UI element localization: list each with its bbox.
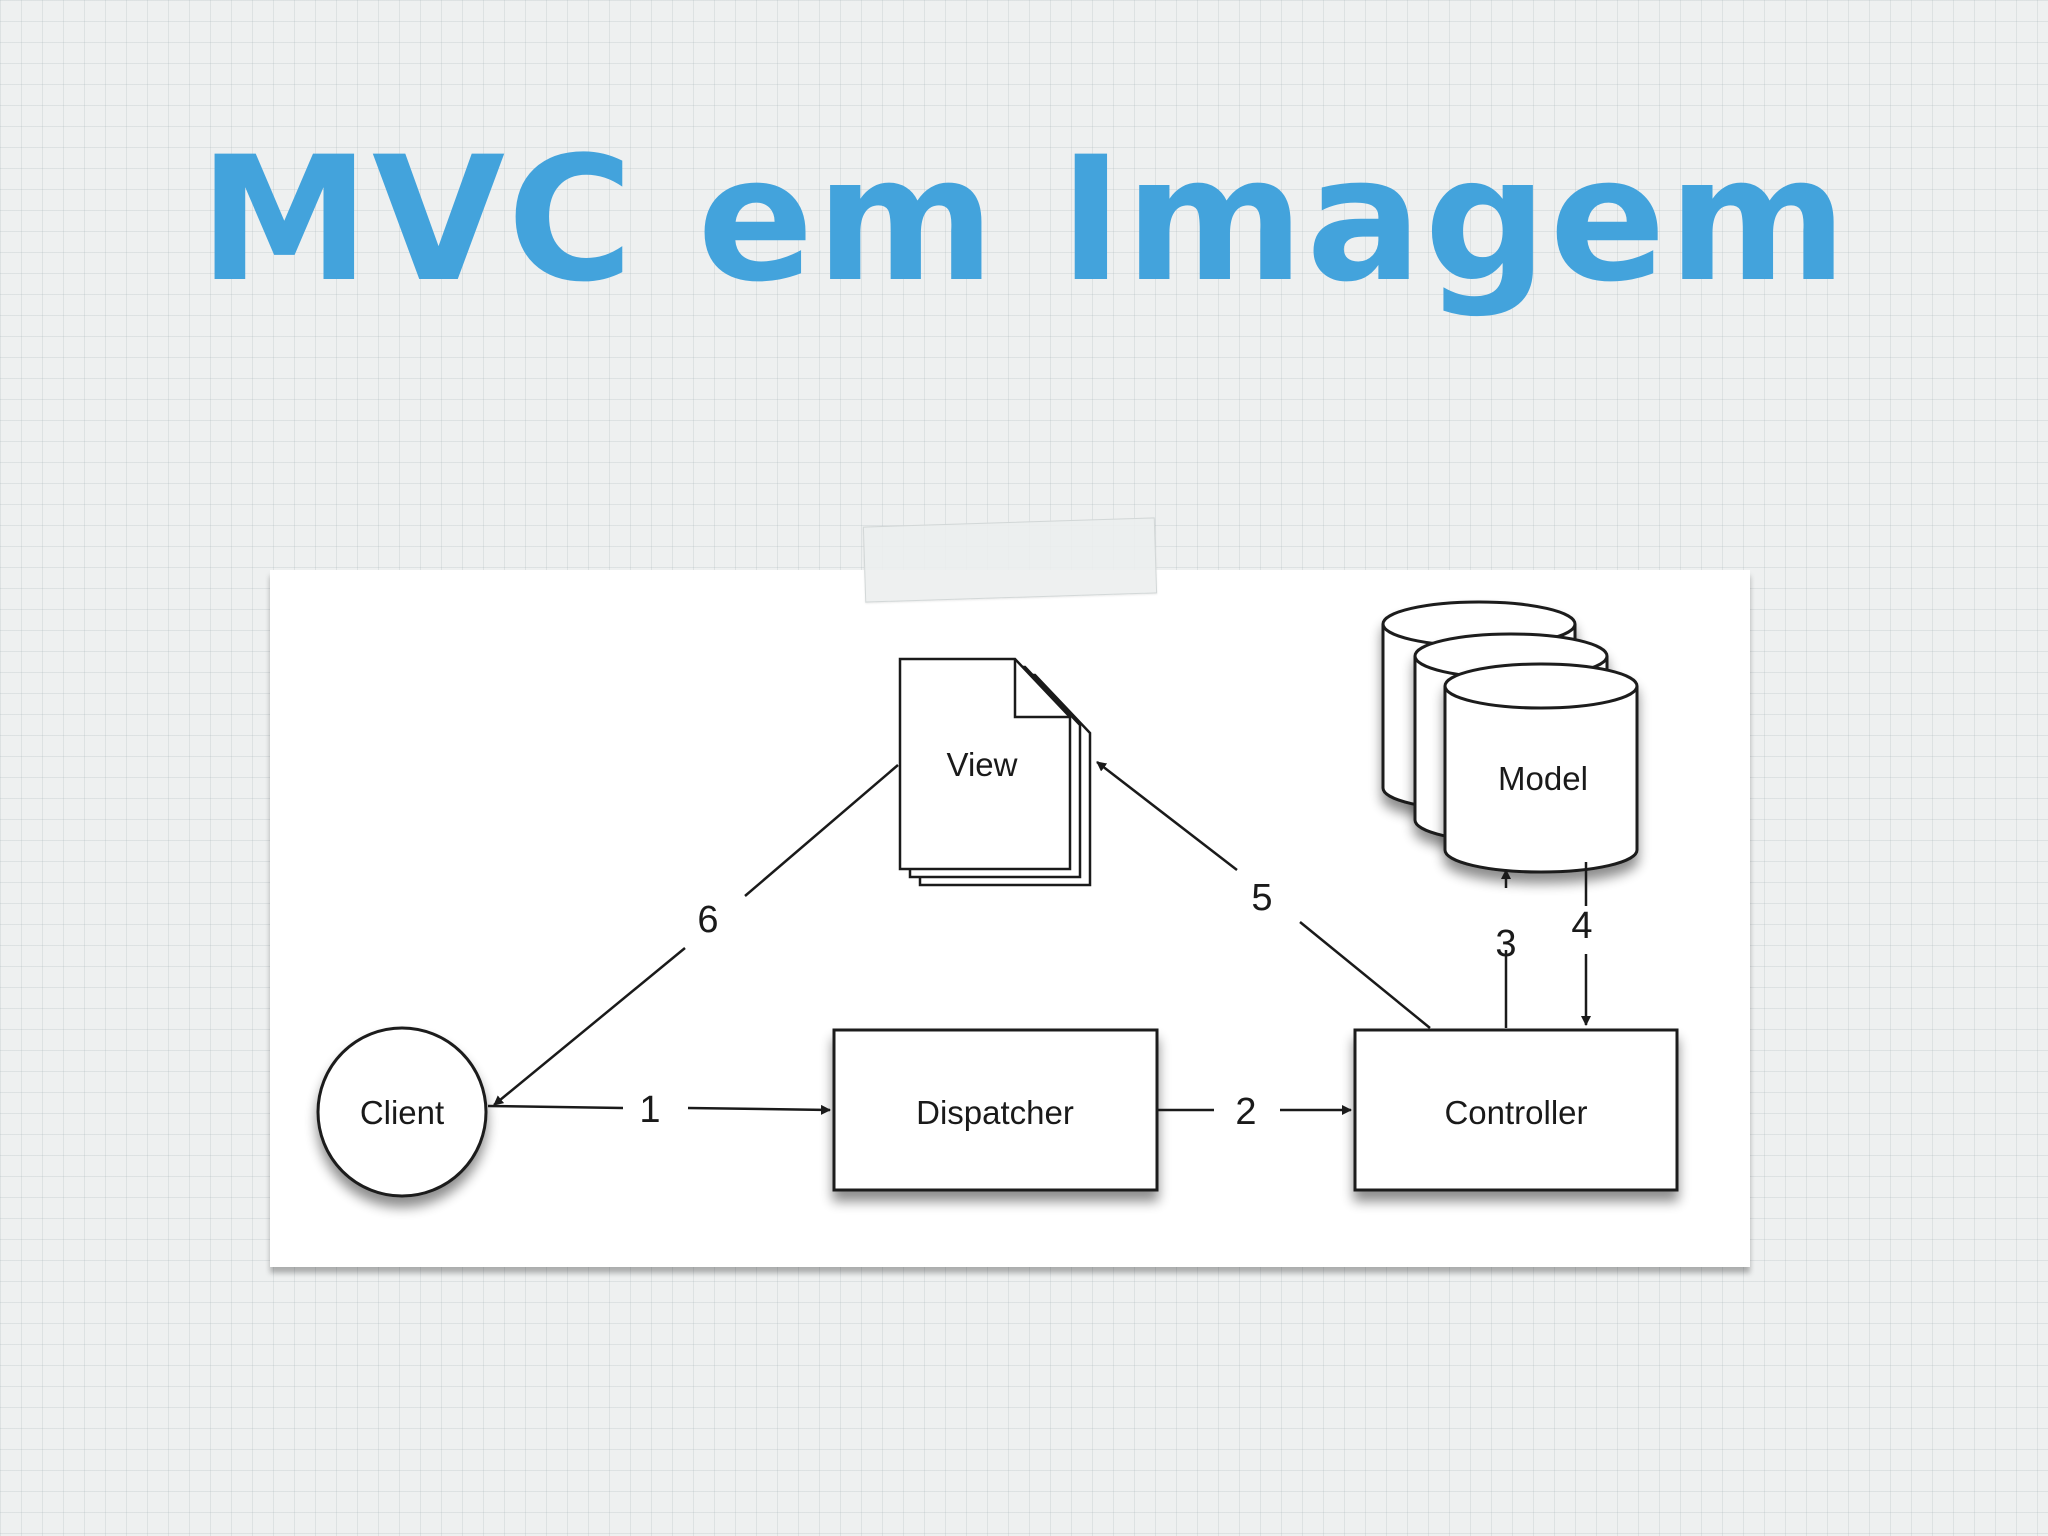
mvc-diagram: Client Dispatcher Controller View Model	[316, 600, 1679, 1198]
edge-label-4: 4	[1571, 905, 1592, 947]
client-label: Client	[360, 1094, 444, 1131]
edge-label-1: 1	[639, 1089, 660, 1131]
edge-label-6: 6	[697, 899, 718, 941]
dispatcher-label: Dispatcher	[916, 1094, 1074, 1131]
view-node: View	[898, 657, 1092, 887]
client-node: Client	[316, 1026, 488, 1198]
slide-title: MVC em Imagem	[198, 119, 1850, 320]
edge-5-controller-to-view: 5	[1096, 761, 1431, 1029]
edge-3-controller-to-model: 3	[1495, 869, 1517, 1028]
model-label: Model	[1498, 760, 1588, 797]
edge-label-2: 2	[1235, 1091, 1256, 1133]
model-node: Model	[1381, 600, 1639, 874]
edge-1-client-to-dispatcher: 1	[487, 1089, 831, 1131]
controller-node: Controller	[1353, 1028, 1679, 1192]
edge-2-dispatcher-to-controller: 2	[1158, 1091, 1352, 1133]
edge-label-3: 3	[1495, 923, 1516, 965]
controller-label: Controller	[1444, 1094, 1587, 1131]
edge-label-5: 5	[1251, 877, 1272, 919]
view-label: View	[947, 746, 1018, 783]
dispatcher-node: Dispatcher	[832, 1028, 1159, 1192]
edge-4-model-to-controller: 4	[1571, 862, 1593, 1026]
edge-6-view-to-client: 6	[493, 764, 899, 1106]
